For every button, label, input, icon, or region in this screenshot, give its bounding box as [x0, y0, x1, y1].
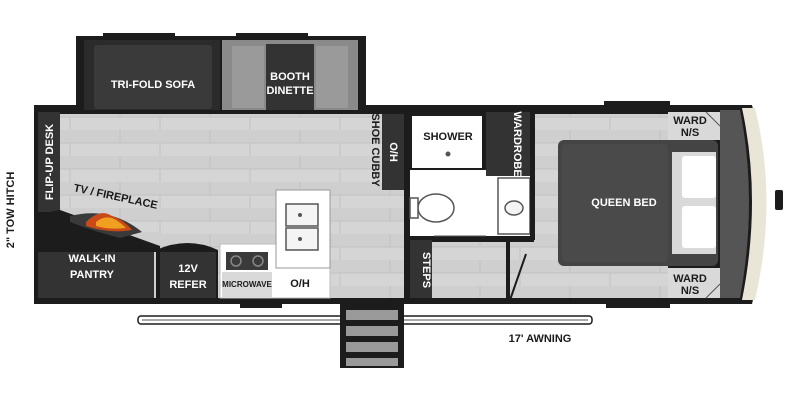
- tri-fold-sofa: TRI-FOLD SOFA: [84, 40, 220, 110]
- refer-label: REFER: [169, 279, 206, 291]
- shower-drain-icon: [445, 151, 451, 157]
- microwave: [222, 272, 272, 298]
- pillow-top: [682, 156, 716, 198]
- interior-steps: STEPS: [410, 240, 432, 298]
- window-bottom-right: [606, 304, 670, 308]
- dinette-table: [266, 44, 314, 110]
- shoe-cubby-oh-label: O/H: [387, 142, 399, 162]
- ward-ns-top: WARD N/S: [668, 111, 721, 140]
- bathroom: SHOWER WARDROBE: [408, 110, 535, 302]
- shower-label: SHOWER: [423, 131, 473, 143]
- walk-in-pantry: WALK-IN PANTRY: [38, 252, 154, 298]
- kitchen-oh-label: O/H: [290, 278, 310, 290]
- dinette-label: DINETTE: [266, 85, 313, 97]
- flip-up-desk: FLIP-UP DESK: [38, 112, 60, 212]
- bedroom-door: [509, 253, 527, 301]
- cooktop-icon: [226, 252, 268, 270]
- microwave-label: MICROWAVE: [222, 280, 272, 289]
- steps-label: STEPS: [420, 252, 432, 288]
- pantry-label: PANTRY: [70, 269, 115, 281]
- tow-hitch-label: 2" TOW HITCH: [5, 172, 17, 249]
- shoe-cubby-label: SHOE CUBBY: [369, 113, 381, 187]
- refrigerator: 12V REFER: [156, 243, 218, 298]
- queen-bed: QUEEN BED: [558, 140, 718, 266]
- hitch-pin: [775, 190, 783, 210]
- ward-ns-bottom: WARD N/S: [668, 268, 721, 299]
- flip-up-desk-label: FLIP-UP DESK: [44, 124, 56, 200]
- wardrobe-label: WARDROBE: [511, 111, 523, 176]
- lavatory-sink-icon: [504, 200, 524, 216]
- pillow-bottom: [682, 206, 716, 248]
- ns-bottom-label: N/S: [681, 285, 699, 297]
- toilet-icon: [417, 193, 455, 223]
- tri-fold-sofa-label: TRI-FOLD SOFA: [111, 79, 195, 91]
- booth-label: BOOTH: [270, 71, 310, 83]
- bath-wall: [404, 110, 410, 300]
- refer-12v-label: 12V: [178, 263, 198, 275]
- wardrobe: [486, 112, 534, 176]
- ns-top-label: N/S: [681, 127, 699, 139]
- kitchen-island: [275, 189, 331, 269]
- booth-dinette: BOOTH DINETTE: [222, 40, 358, 110]
- kitchen-counter: MICROWAVE O/H: [219, 243, 331, 299]
- front-cap-trim: [742, 108, 767, 300]
- ward-bottom-label: WARD: [673, 273, 707, 285]
- ward-top-label: WARD: [673, 115, 707, 127]
- shoe-cubby: SHOE CUBBY O/H: [369, 113, 404, 190]
- awning-label: 17' AWNING: [509, 333, 572, 345]
- window-top: [604, 101, 670, 105]
- exterior-steps: [340, 304, 404, 368]
- walk-in-label: WALK-IN: [68, 253, 115, 265]
- window-bottom: [240, 304, 282, 308]
- queen-bed-label: QUEEN BED: [591, 197, 656, 209]
